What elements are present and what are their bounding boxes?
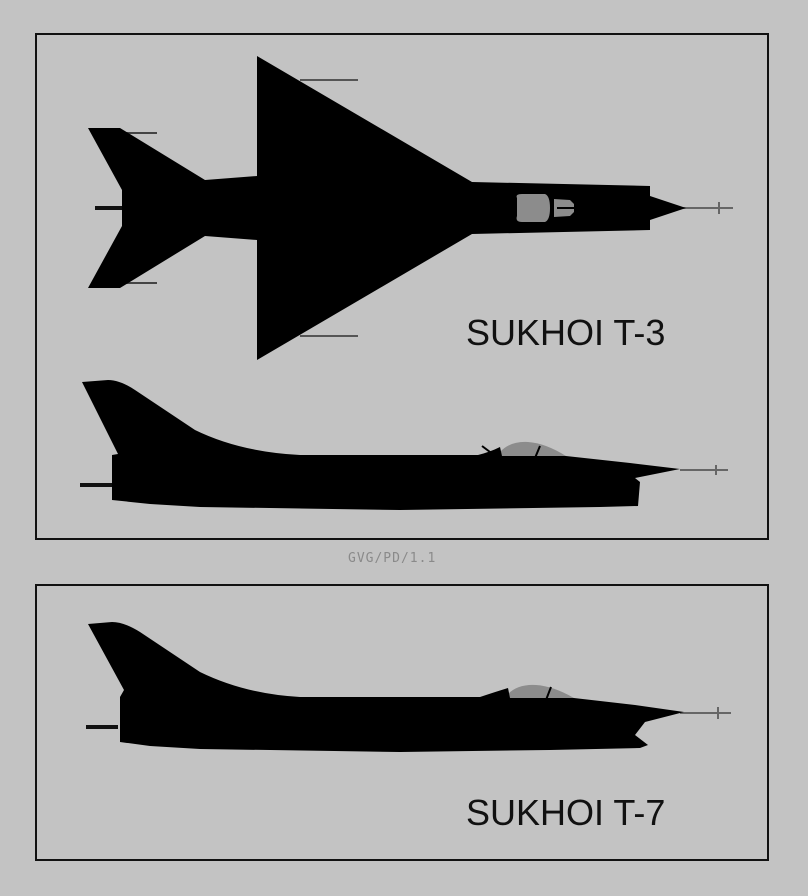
t7-title: SUKHOI T-7 [466, 792, 666, 833]
t7-panel-frame [35, 584, 769, 861]
t3-panel-frame [35, 33, 769, 540]
t3-side-view [80, 380, 728, 510]
t3-top-view [88, 56, 733, 360]
credit-text: GVG/PD/1.1 [348, 551, 437, 566]
t3-title: SUKHOI T-3 [466, 312, 666, 353]
t7-side-view [86, 622, 731, 752]
